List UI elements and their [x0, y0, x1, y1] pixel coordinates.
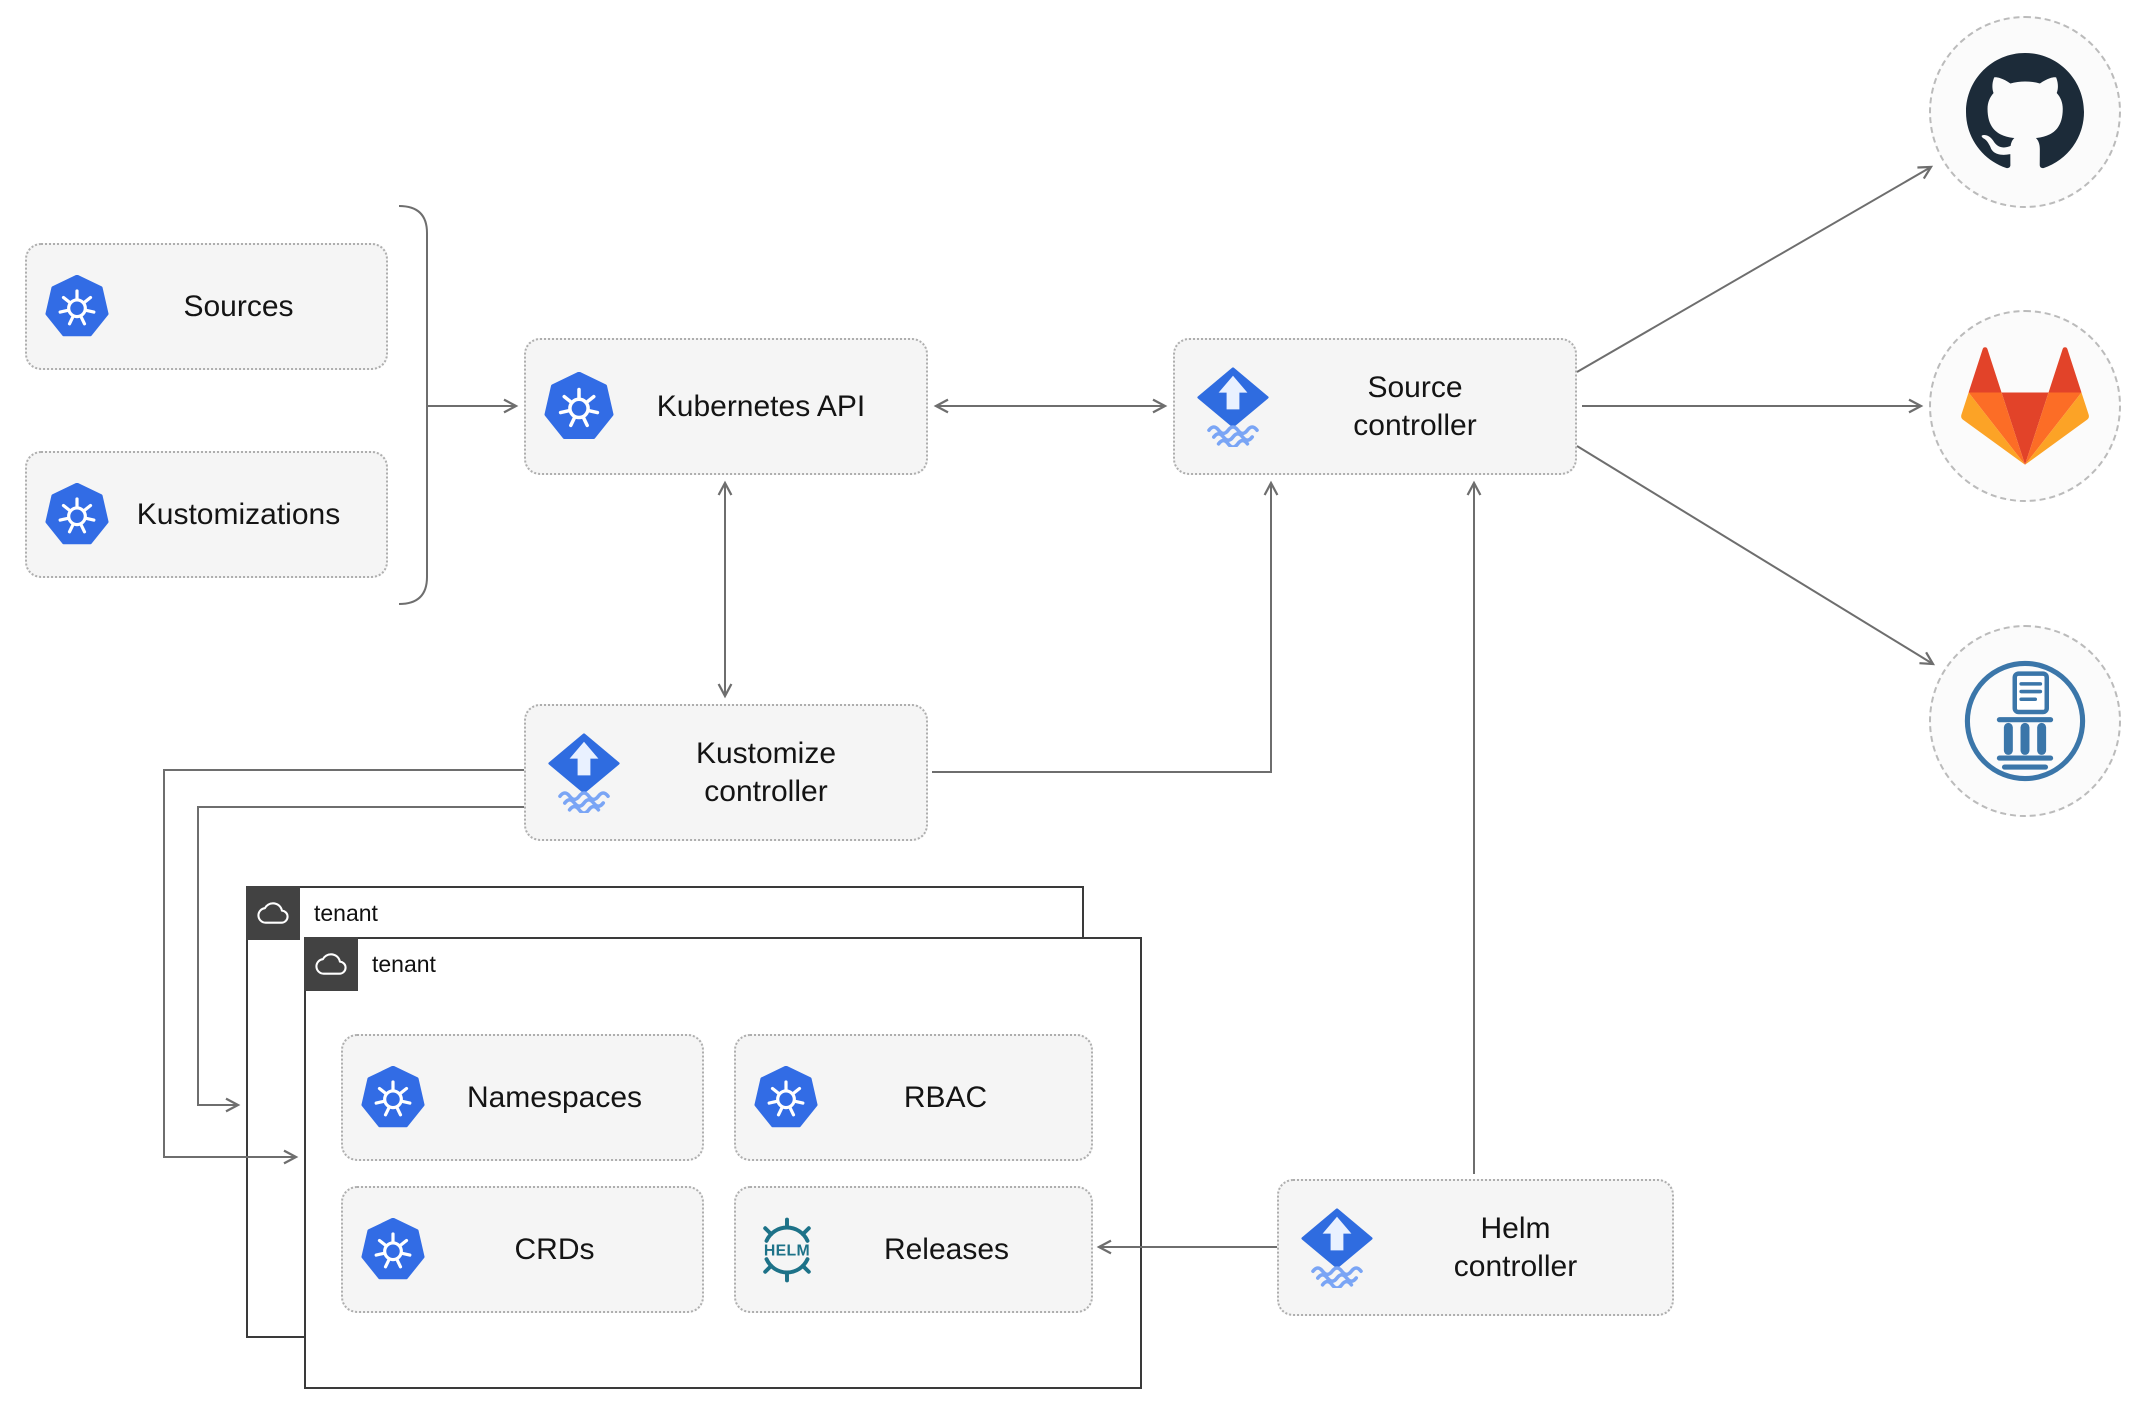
crds-label: CRDs: [514, 1232, 595, 1266]
github-icon: [1966, 53, 2084, 171]
rbac-label: RBAC: [903, 1080, 988, 1114]
kubernetes-api-label: Kubernetes API: [656, 389, 866, 423]
kubernetes-api-node: Kubernetes API: [524, 338, 928, 475]
helm-repository-source: [1929, 625, 2121, 817]
sources-label: Sources: [183, 289, 294, 323]
tenant-box-front: tenant Namespaces RBAC CRDs Releases: [304, 937, 1142, 1389]
tenant-tab: [246, 886, 300, 940]
arrow-source-controller-to-helm-repository: [1576, 445, 1936, 666]
kustomize-controller-label: Kustomize controller: [695, 737, 837, 808]
chartmuseum-icon: [1961, 657, 2089, 785]
rbac-node: RBAC: [734, 1034, 1093, 1161]
gitlab-icon: [1961, 347, 2089, 465]
kubernetes-icon: [361, 1066, 425, 1130]
releases-node: Releases: [734, 1186, 1093, 1313]
tenant-back-label: tenant: [314, 899, 378, 926]
kustomizations-label: Kustomizations: [136, 497, 341, 531]
crds-node: CRDs: [341, 1186, 704, 1313]
kustomizations-node: Kustomizations: [25, 451, 388, 578]
helm-controller-label: Helm controller: [1453, 1212, 1578, 1283]
cloud-icon: [314, 947, 348, 981]
kubernetes-icon: [544, 372, 614, 442]
tenant-tab: [304, 937, 358, 991]
kubernetes-icon: [45, 275, 109, 339]
gitlab-source: [1929, 310, 2121, 502]
source-controller-node: Source controller: [1173, 338, 1577, 475]
kubernetes-icon: [754, 1066, 818, 1130]
kustomize-controller-node: Kustomize controller: [524, 704, 928, 841]
sources-node: Sources: [25, 243, 388, 370]
helm-icon: [754, 1217, 820, 1283]
source-controller-label: Source controller: [1353, 371, 1477, 442]
kubernetes-icon: [45, 483, 109, 547]
namespaces-node: Namespaces: [341, 1034, 704, 1161]
github-source: [1929, 16, 2121, 208]
arrow-source-controller-to-github: [1576, 165, 1934, 373]
tenant-front-label: tenant: [372, 950, 436, 977]
kubernetes-icon: [361, 1218, 425, 1282]
arrow-kustomize-controller-to-source-controller: [932, 480, 1279, 773]
releases-label: Releases: [883, 1232, 1010, 1266]
flux-icon: [1297, 1208, 1377, 1288]
namespaces-label: Namespaces: [466, 1080, 643, 1114]
helm-controller-node: Helm controller: [1277, 1179, 1674, 1316]
flux-icon: [1193, 367, 1273, 447]
sources-bracket: [398, 205, 428, 605]
flux-icon: [544, 733, 624, 813]
cloud-icon: [256, 896, 290, 930]
